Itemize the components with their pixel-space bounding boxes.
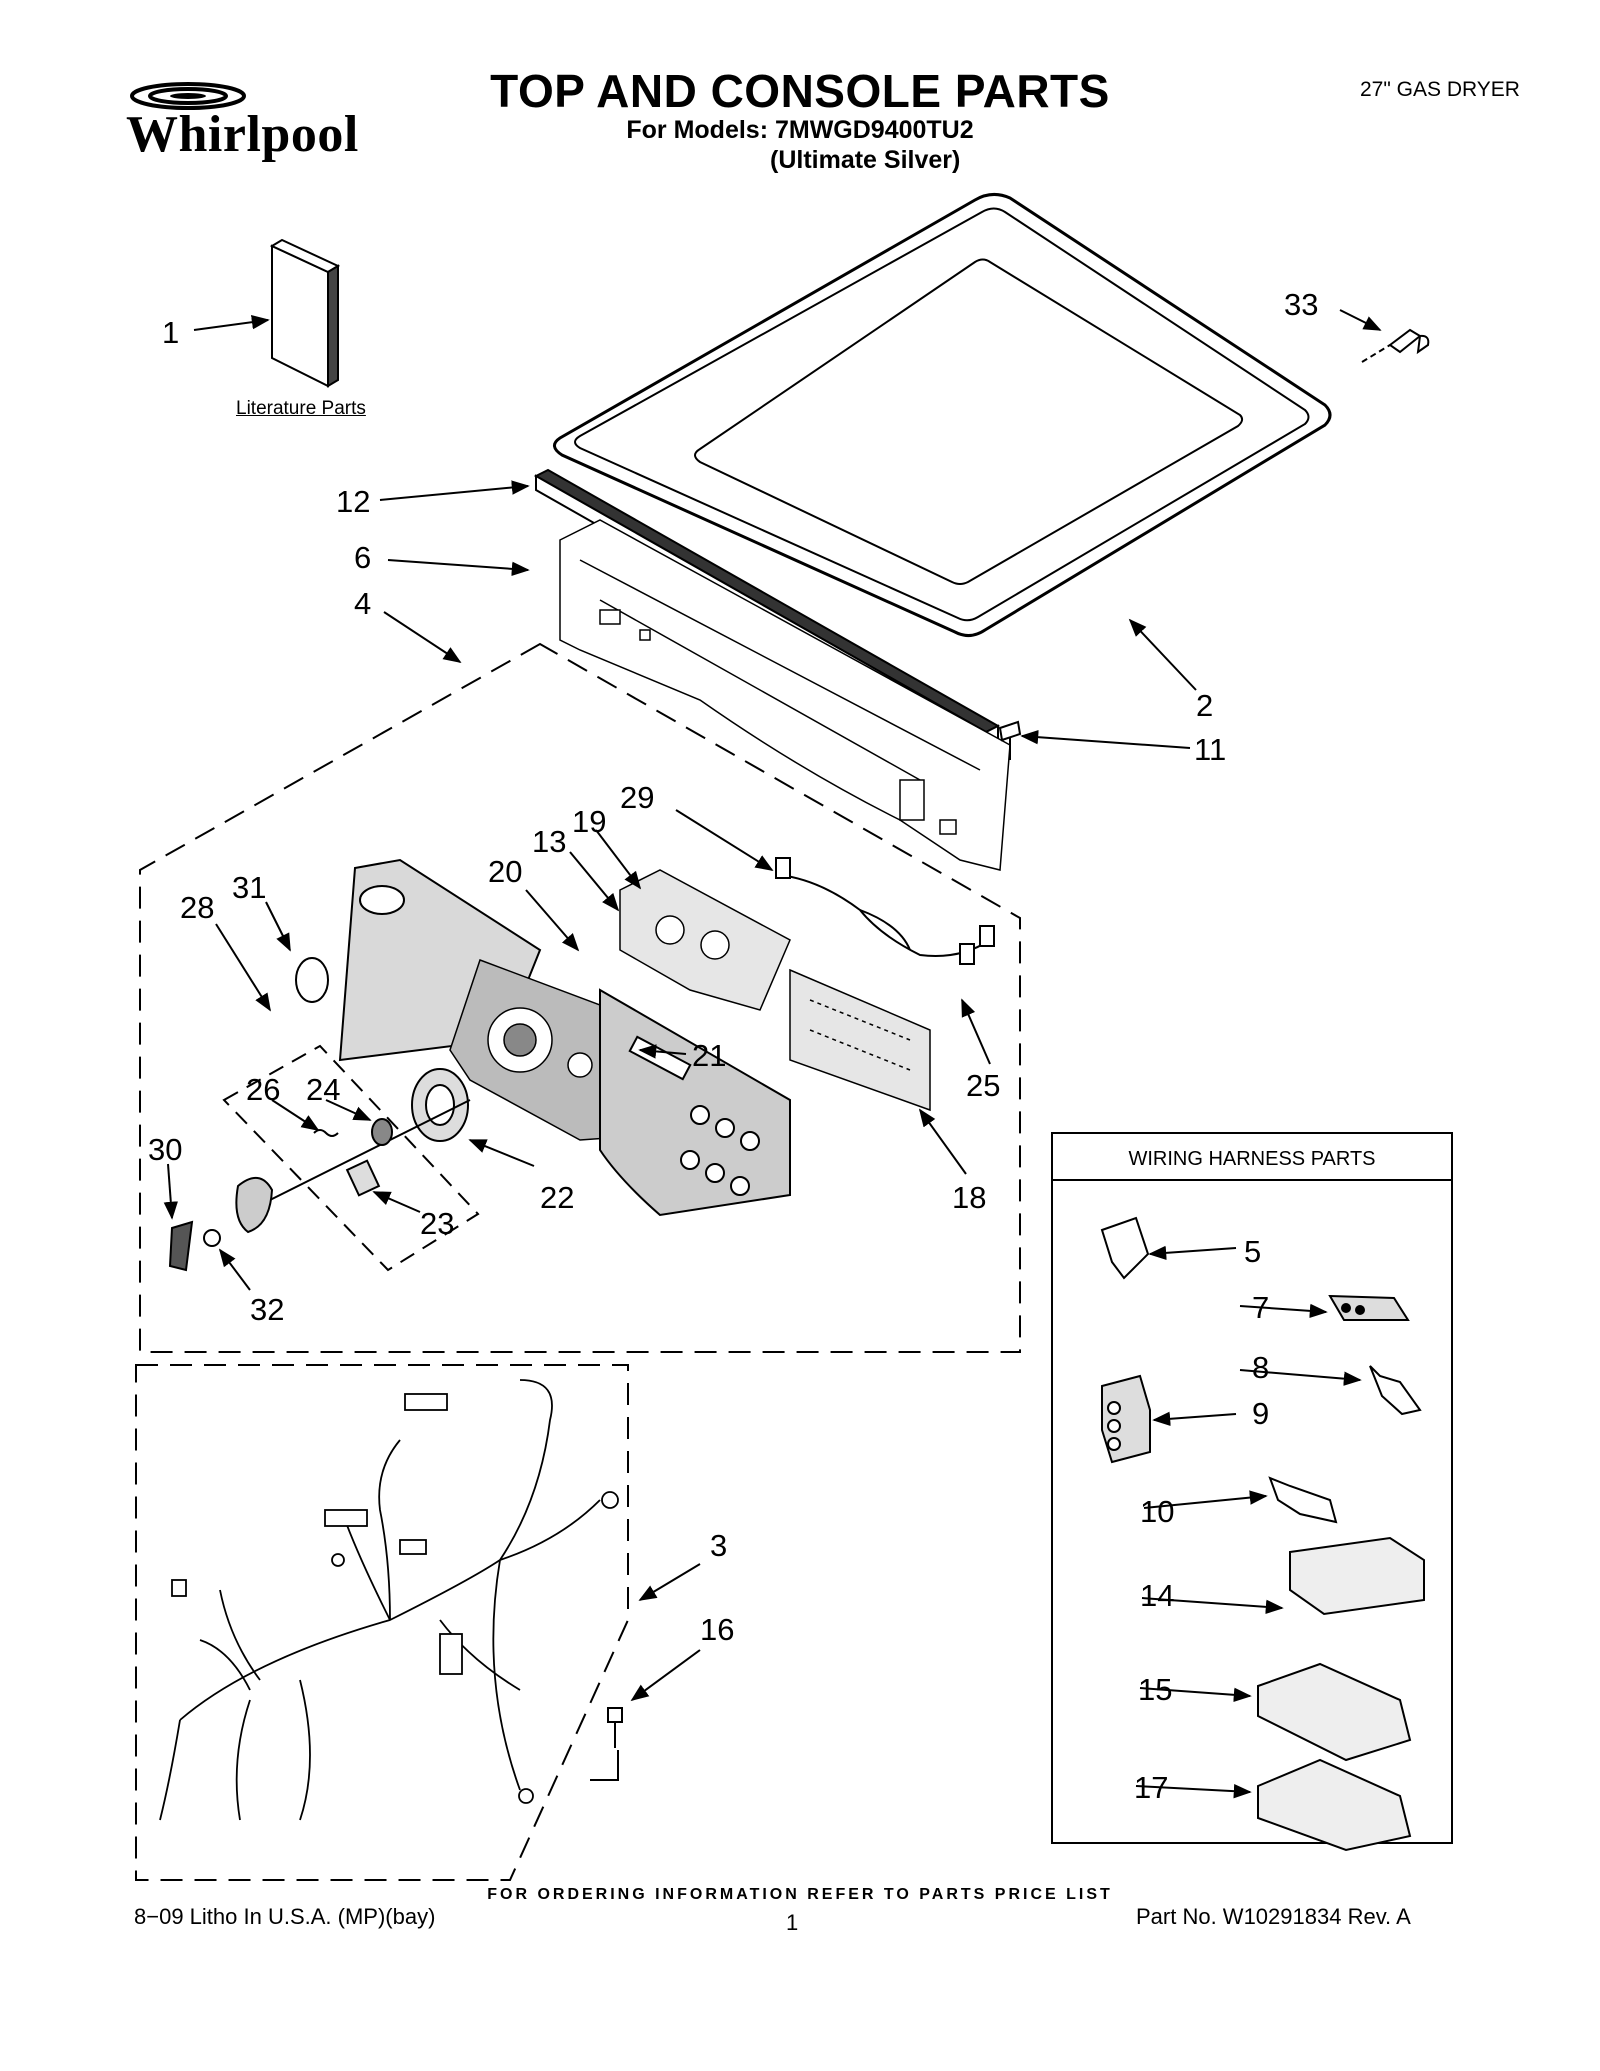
callout-19: 19 <box>572 804 606 839</box>
callout-13: 13 <box>532 824 566 859</box>
callout-10: 10 <box>1140 1494 1174 1529</box>
callout-9: 9 <box>1252 1396 1269 1431</box>
harness-small-parts <box>1100 1216 1425 1852</box>
callout-17: 17 <box>1134 1770 1168 1805</box>
callout-11: 11 <box>1194 732 1226 767</box>
litho-line: 8−09 Litho In U.S.A. (MP)(bay) <box>134 1904 436 1929</box>
callout-14: 14 <box>1140 1578 1174 1613</box>
callout-30: 30 <box>148 1132 182 1167</box>
callout-6: 6 <box>354 540 371 575</box>
callout-12: 12 <box>336 484 370 519</box>
models-line: For Models: 7MWGD9400TU2 <box>626 116 974 144</box>
callout-21: 21 <box>692 1038 726 1073</box>
callout-1: 1 <box>162 315 179 350</box>
literature-book <box>269 238 341 388</box>
callout-numbers: 1 33 12 6 4 2 11 29 19 13 20 31 28 21 25… <box>148 287 1318 1805</box>
console-bracket <box>559 519 1011 871</box>
callout-7: 7 <box>1252 1290 1269 1325</box>
screw-33 <box>1361 328 1430 363</box>
ordering-note: FOR ORDERING INFORMATION REFER TO PARTS … <box>487 1886 1113 1903</box>
main-wire-harness <box>159 1379 619 1821</box>
callout-32: 32 <box>250 1292 284 1327</box>
callout-22: 22 <box>540 1180 574 1215</box>
console-front <box>599 988 791 1217</box>
callout-20: 20 <box>488 854 522 889</box>
page-title: TOP AND CONSOLE PARTS <box>490 65 1110 117</box>
screw-16 <box>590 1707 623 1781</box>
callout-29: 29 <box>620 780 654 815</box>
top-panel <box>553 193 1332 637</box>
color-line: (Ultimate Silver) <box>770 146 961 174</box>
callout-23: 23 <box>420 1206 454 1241</box>
product-type: 27" GAS DRYER <box>1360 78 1520 101</box>
knob-parts <box>168 1068 471 1272</box>
user-interface-board <box>789 968 931 1112</box>
wiring-harness-parts-title: WIRING HARNESS PARTS <box>1128 1148 1376 1170</box>
callout-31: 31 <box>232 870 266 905</box>
callout-26: 26 <box>246 1072 280 1107</box>
wiring-harness-boundary <box>135 1364 629 1881</box>
electronic-control-board <box>619 869 791 1011</box>
brand-logo: Whirlpool <box>126 106 359 163</box>
callout-8: 8 <box>1252 1350 1269 1385</box>
console-wire-harness <box>775 857 995 965</box>
part-number: Part No. W10291834 Rev. A <box>1136 1904 1411 1929</box>
callout-18: 18 <box>952 1180 986 1215</box>
wiring-harness-parts-box <box>1051 1132 1453 1844</box>
screw-11 <box>998 720 1022 760</box>
page-number: 1 <box>786 1910 799 1935</box>
callout-24: 24 <box>306 1072 340 1107</box>
callout-25: 25 <box>966 1068 1000 1103</box>
literature-parts-label: Literature Parts <box>236 398 366 419</box>
console-assembly-boundary <box>139 642 1021 1353</box>
callout-4: 4 <box>354 586 371 621</box>
callout-2: 2 <box>1196 688 1213 723</box>
callout-15: 15 <box>1138 1672 1172 1707</box>
callout-33: 33 <box>1284 287 1318 322</box>
callout-16: 16 <box>700 1612 734 1647</box>
callout-3: 3 <box>710 1528 727 1563</box>
knob-subassembly-boundary <box>222 1044 480 1272</box>
callout-28: 28 <box>180 890 214 925</box>
callout-5: 5 <box>1244 1234 1261 1269</box>
whirlpool-swirl-logo <box>130 82 246 110</box>
leader-arrows <box>163 309 1382 1799</box>
